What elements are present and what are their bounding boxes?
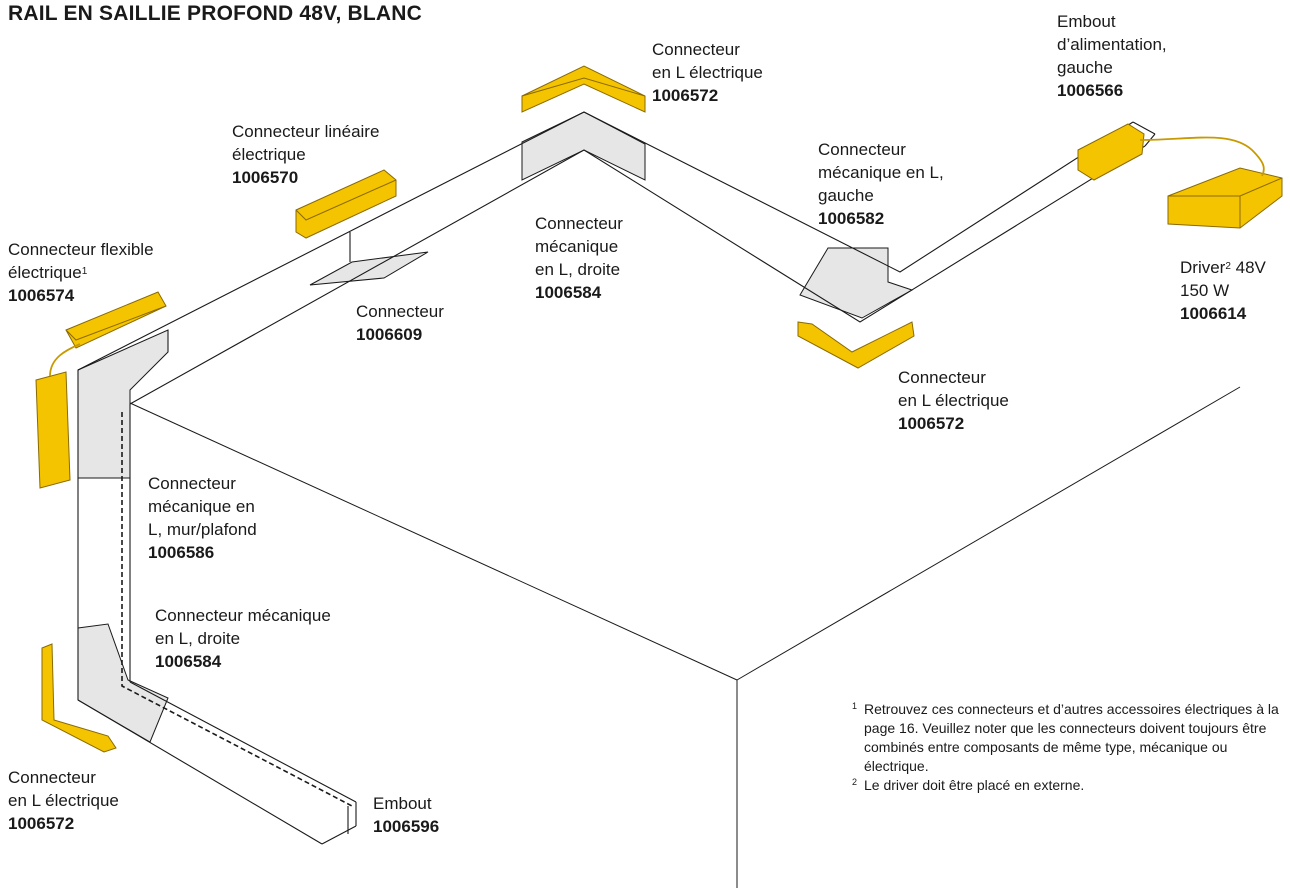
label-driver: Driver2 48V 150 W 1006614 [1180,258,1266,323]
label-linear-connector: Connecteur linéaire électrique 1006570 [232,122,380,187]
room-edge-ceiling-right [736,386,1241,681]
driver-cable [1139,136,1265,177]
label-l-mech-wall-ceiling: Connecteur mécanique en L, mur/plafond 1… [148,474,257,562]
label-l-elec-bottom: Connecteur en L électrique 1006572 [8,768,119,833]
label-l-elec-top: Connecteur en L électrique 1006572 [652,40,763,105]
l-connector-right [797,321,915,369]
led-strip [121,412,353,807]
l-connector-bottom [41,643,117,753]
label-l-mech-right-top: Connecteur mécanique en L, droite 100658… [535,214,623,302]
room-edge-ceiling-left [129,402,738,681]
room-edges [129,386,1241,888]
rail-outline [77,111,1156,845]
l-connector-top [521,65,646,113]
label-flex-connector: Connecteur flexible électrique1 1006574 [8,240,154,305]
label-l-mech-left: Connecteur mécanique en L, gauche 100658… [818,140,944,228]
label-l-elec-right: Connecteur en L électrique 1006572 [898,368,1009,433]
joint-linear [309,251,429,286]
label-power-endcap: Embout d’alimentation, gauche 1006566 [1057,12,1167,100]
flex-connector-vertical [35,371,71,489]
yellow-details [65,77,1283,341]
flex-cable [49,343,81,377]
driver-box [1167,167,1283,229]
joint-top-l [521,111,646,181]
label-connector: Connecteur 1006609 [356,302,444,344]
joint-right-l [799,247,914,319]
power-endcap-part [1077,123,1145,181]
linear-connector-part [295,169,397,239]
label-l-mech-right-bottom: Connecteur mécanique en L, droite 100658… [155,606,331,671]
joint-wall-ceiling [77,329,169,479]
page-title: RAIL EN SAILLIE PROFOND 48V, BLANC [8,2,423,25]
label-endcap: Embout 1006596 [373,794,440,836]
